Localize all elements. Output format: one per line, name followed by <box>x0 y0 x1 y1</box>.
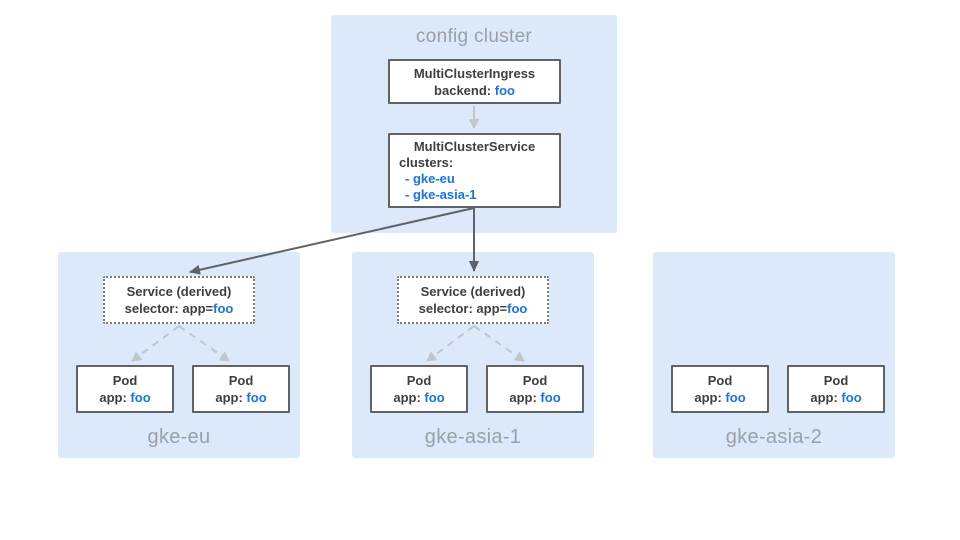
service-selector-value: foo <box>213 301 234 316</box>
pod-box: Pod app: foo <box>787 365 885 413</box>
multi-cluster-ingress-box: MultiClusterIngress backend: foo <box>388 59 561 104</box>
cluster-panel-gke-asia-2: Pod app: foo Pod app: foo gke-asia-2 <box>653 252 895 458</box>
pod-app-line: app: foo <box>789 389 883 406</box>
mci-backend-value: foo <box>494 83 515 98</box>
cluster-panel-gke-asia-1: Service (derived) selector: app=foo Pod … <box>352 252 594 458</box>
pod-app-value: foo <box>246 390 267 405</box>
pod-title: Pod <box>228 373 254 388</box>
pod-app-value: foo <box>841 390 862 405</box>
pod-title: Pod <box>522 373 548 388</box>
derived-service-box: Service (derived) selector: app=foo <box>103 276 255 324</box>
pod-app-line: app: foo <box>78 389 172 406</box>
service-selector-value: foo <box>507 301 528 316</box>
pod-title: Pod <box>707 373 733 388</box>
pod-app-label: app: <box>393 390 425 405</box>
mci-backend-line: backend: foo <box>390 82 559 99</box>
pod-app-label: app: <box>810 390 842 405</box>
cluster-name-label: gke-asia-1 <box>424 426 522 448</box>
cluster-name-label: gke-asia-2 <box>725 426 823 448</box>
pod-box: Pod app: foo <box>192 365 290 413</box>
service-selector-line: selector: app=foo <box>105 300 253 317</box>
pod-box: Pod app: foo <box>671 365 769 413</box>
pod-app-label: app: <box>99 390 131 405</box>
derived-service-box: Service (derived) selector: app=foo <box>397 276 549 324</box>
pod-title: Pod <box>112 373 138 388</box>
service-title: Service (derived) <box>420 284 526 299</box>
pod-title: Pod <box>406 373 432 388</box>
pod-box: Pod app: foo <box>486 365 584 413</box>
pod-app-line: app: foo <box>194 389 288 406</box>
cluster-name-label: gke-eu <box>147 426 211 448</box>
config-cluster-title: config cluster <box>415 26 533 47</box>
mcs-clusters-label: clusters: <box>399 155 454 170</box>
pod-box: Pod app: foo <box>76 365 174 413</box>
pod-box: Pod app: foo <box>370 365 468 413</box>
pod-app-line: app: foo <box>372 389 466 406</box>
multi-cluster-service-box: MultiClusterService clusters: - gke-eu -… <box>388 133 561 208</box>
cluster-panel-gke-eu: Service (derived) selector: app=foo Pod … <box>58 252 300 458</box>
pod-app-label: app: <box>509 390 541 405</box>
mci-name: MultiClusterIngress <box>413 66 536 81</box>
pod-app-label: app: <box>215 390 247 405</box>
service-selector-line: selector: app=foo <box>399 300 547 317</box>
pod-app-line: app: foo <box>488 389 582 406</box>
pod-app-value: foo <box>540 390 561 405</box>
pod-title: Pod <box>823 373 849 388</box>
config-cluster-panel: config cluster MultiClusterIngress backe… <box>331 15 617 233</box>
pod-app-label: app: <box>694 390 726 405</box>
pod-app-value: foo <box>130 390 151 405</box>
service-selector-label: selector: app= <box>124 301 214 316</box>
mcs-cluster-item: - gke-asia-1 <box>405 187 477 202</box>
pod-app-value: foo <box>725 390 746 405</box>
pod-app-line: app: foo <box>673 389 767 406</box>
mcs-cluster-item: - gke-eu <box>405 171 455 186</box>
service-selector-label: selector: app= <box>418 301 508 316</box>
mcs-name: MultiClusterService <box>413 139 536 154</box>
service-title: Service (derived) <box>126 284 232 299</box>
pod-app-value: foo <box>424 390 445 405</box>
mci-backend-label: backend: <box>434 83 495 98</box>
